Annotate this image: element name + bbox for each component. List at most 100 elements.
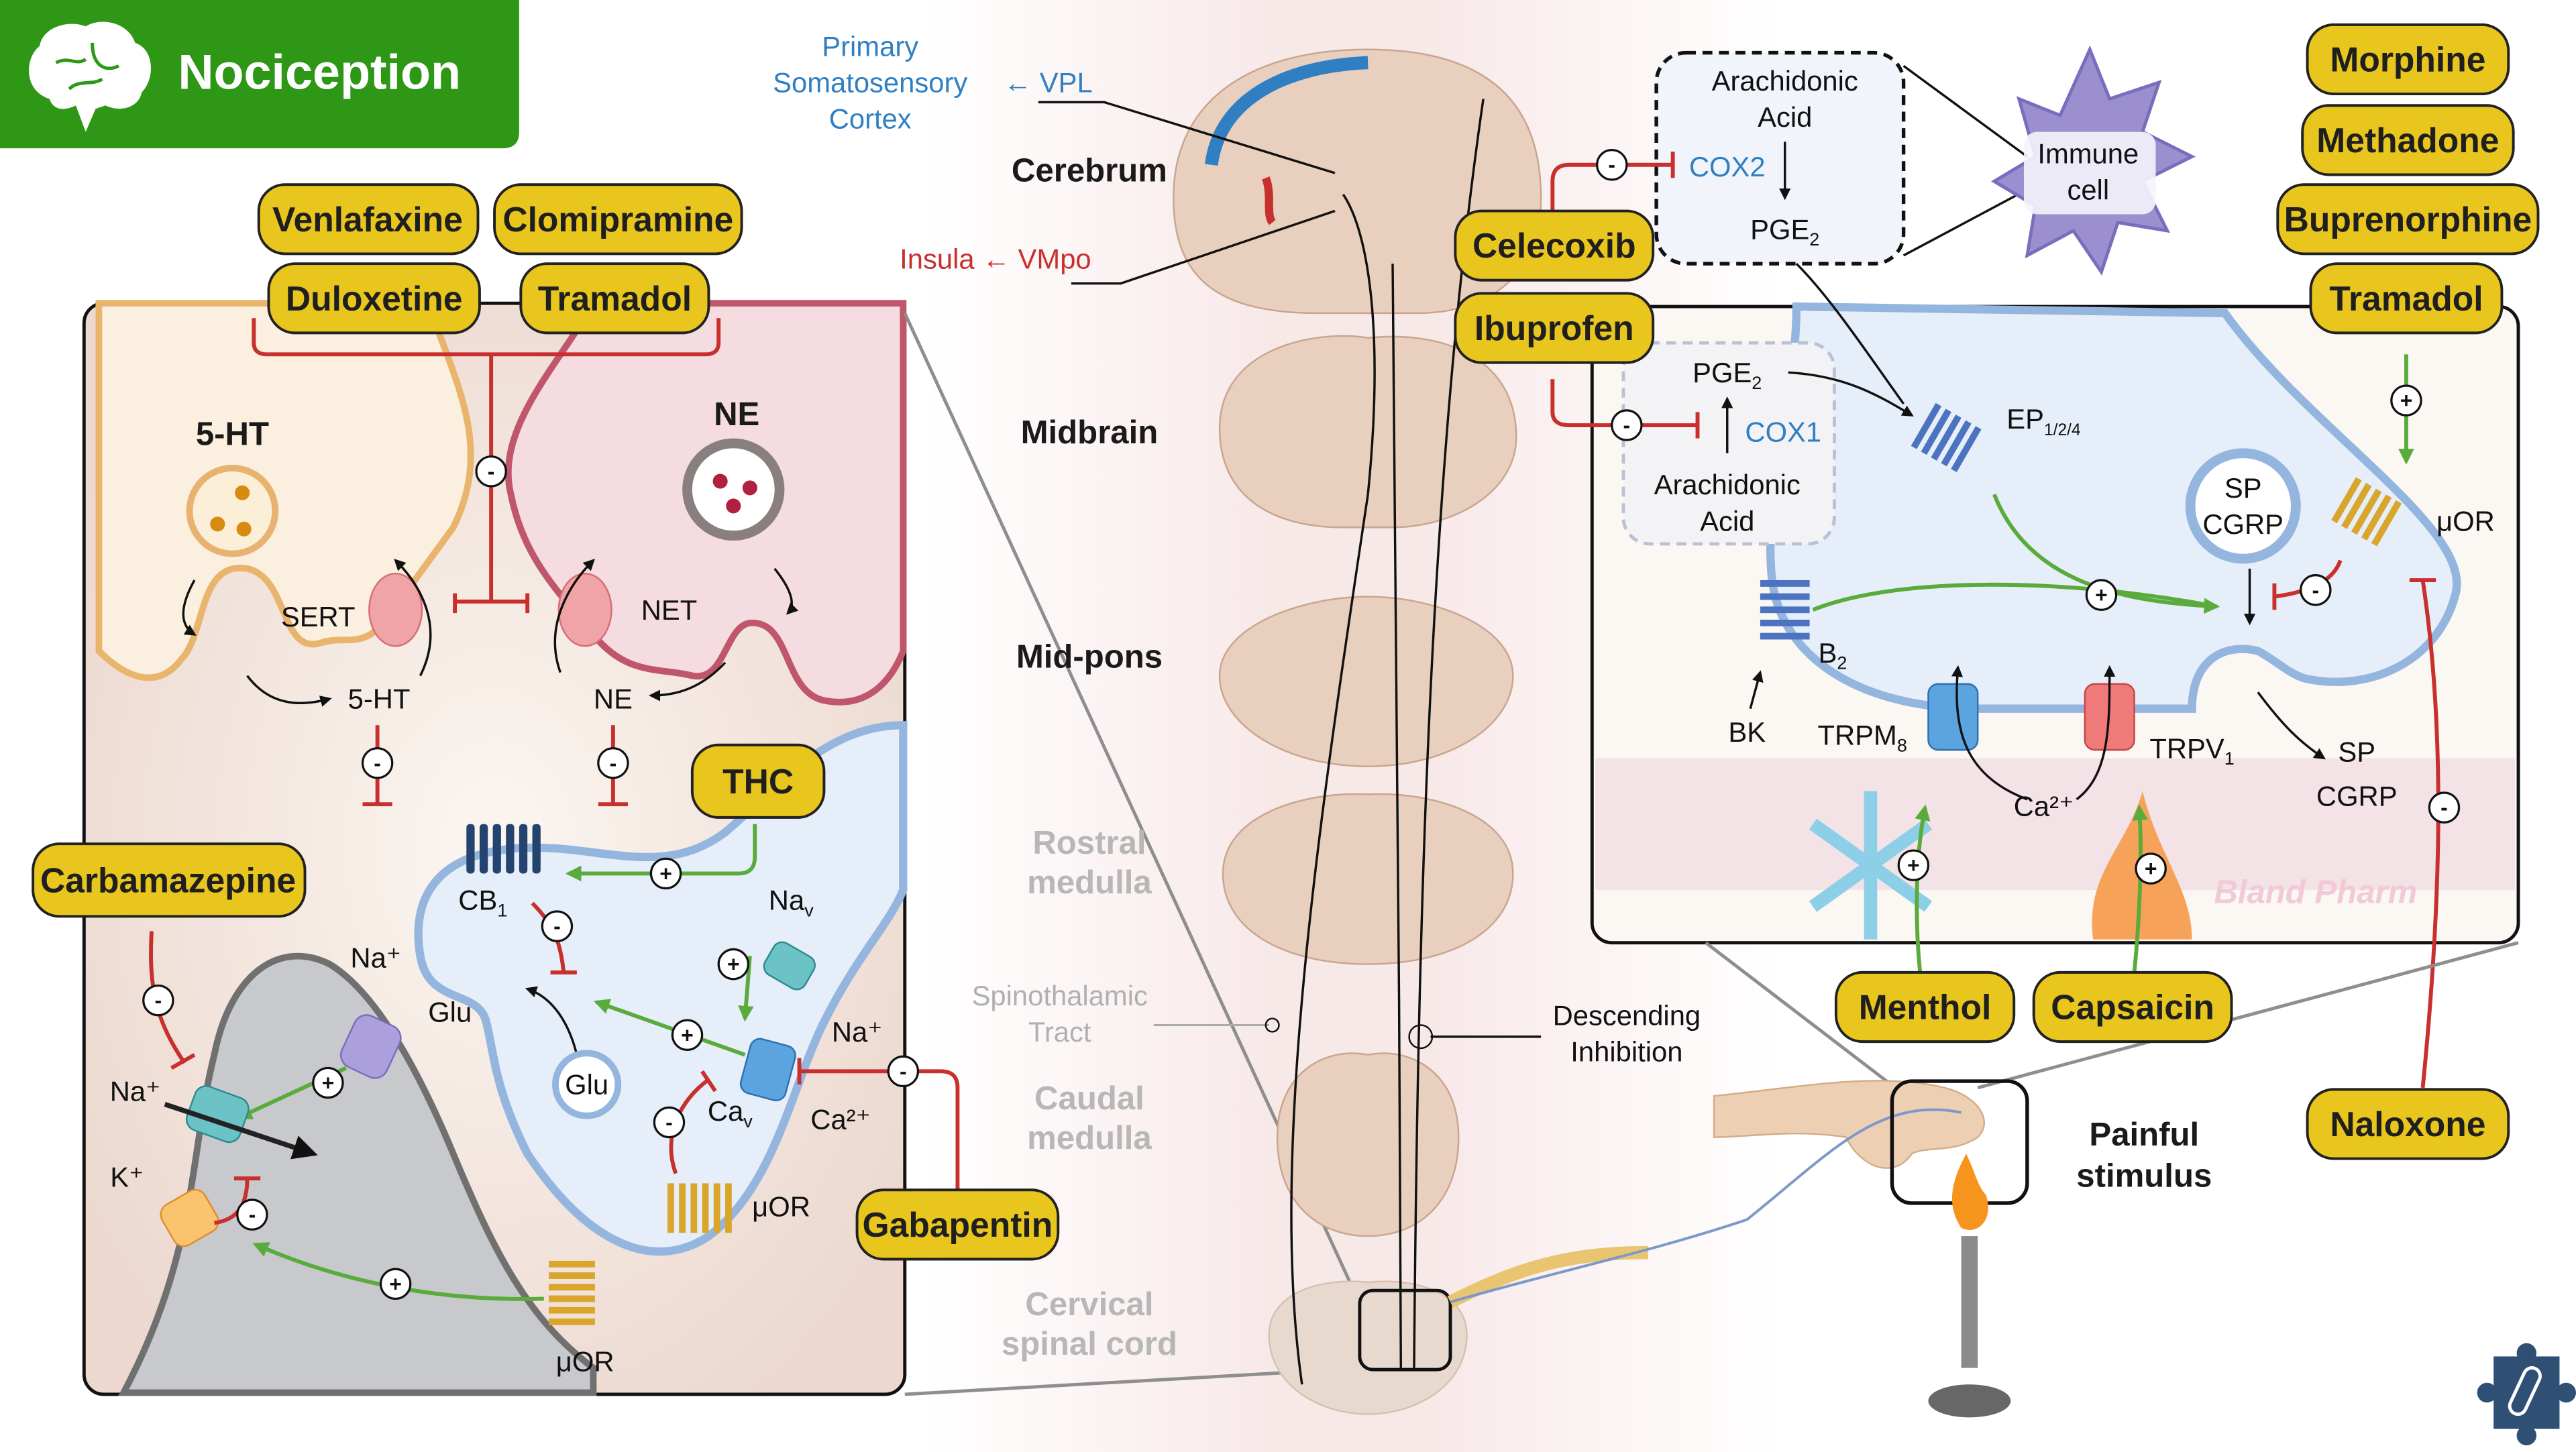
released-sp: SP [2338,736,2375,767]
svg-text:Morphine: Morphine [2330,40,2485,78]
nav-label: Nav [769,884,814,920]
svg-text:-: - [2440,795,2448,820]
svg-text:-: - [665,1111,673,1135]
svg-text:+: + [681,1023,694,1047]
midpons-section [1218,596,1514,767]
methadone-pill[interactable]: Methadone [2301,104,2515,176]
serotonin-vesicle [186,464,279,557]
vesicle-sp: SP [2224,472,2262,504]
cox2-label: COX2 [1689,151,1766,182]
net-transporter [557,572,612,647]
tramadol-left-pill[interactable]: Tramadol [519,262,710,335]
tramadol-right-pill[interactable]: Tramadol [2309,262,2504,335]
ca2-label: Ca²⁺ [810,1103,870,1135]
sp-cgrp-vesicle [2185,448,2301,564]
svg-text:+: + [727,952,740,976]
svg-text:Carbamazepine: Carbamazepine [40,860,296,899]
svg-text:Venlafaxine: Venlafaxine [272,200,463,239]
sensory-nerve [1450,1108,1962,1304]
minus-sign: - [541,910,574,942]
vesicle-cgrp: CGRP [2202,508,2284,540]
gabapentin-pill[interactable]: Gabapentin [855,1188,1060,1261]
ht-title: 5-HT [196,416,269,453]
cleft-5ht-label: 5-HT [348,683,411,715]
minus-sign: - [1611,409,1643,441]
spinothalamic-label-1: Spinothalamic [972,980,1148,1011]
ep-label: EP1/2/4 [2006,403,2080,439]
descending-label-1: Descending [1553,1000,1701,1031]
hand [1713,1080,1985,1169]
glu-vesicle-label: Glu [565,1069,608,1101]
minus-sign: - [236,1198,268,1231]
plus-sign: + [1897,849,1930,881]
morphine-pill[interactable]: Morphine [2306,23,2510,96]
ibuprofen-pill[interactable]: Ibuprofen [1454,292,1655,364]
left-synapse-panel: 5-HT NE SERT NET 5-HT NE - - - [82,300,960,1396]
descending-pathway-line [1391,264,1403,1368]
minus-sign: - [2300,574,2332,606]
minus-sign: - [1596,149,1628,181]
minus-sign: - [361,747,394,779]
svg-text:-: - [374,751,381,775]
celecoxib-pill[interactable]: Celecoxib [1454,209,1655,282]
svg-text:-: - [155,989,162,1013]
mor-right-label: μOR [2436,505,2495,537]
k-plus-label: K⁺ [110,1161,144,1192]
level-caudal-medulla-1: Caudal [1034,1080,1144,1117]
svg-text:Menthol: Menthol [1859,987,1992,1026]
snowflake-icon [1809,791,1933,940]
svg-text:Gabapentin: Gabapentin [863,1205,1053,1244]
svg-text:Naloxone: Naloxone [2330,1105,2485,1143]
cav-channel [739,1038,796,1102]
thc-pill[interactable]: THC [690,743,826,819]
insula-region [1261,176,1277,225]
plus-sign: + [671,1019,704,1051]
capsaicin-pill[interactable]: Capsaicin [2032,970,2233,1044]
minus-sign: - [597,747,629,779]
net-label: NET [641,594,698,626]
level-rostral-medulla-2: medulla [1027,864,1152,901]
cleft-ne-label: NE [594,683,633,715]
sert-label: SERT [281,601,356,632]
venlafaxine-pill[interactable]: Venlafaxine [257,183,480,256]
caudal-medulla-section [1276,1052,1460,1237]
naloxone-pill[interactable]: Naloxone [2306,1088,2510,1160]
somatosensory-label-1: Primary [822,31,918,62]
skin-layer [1595,758,2516,891]
level-rostral-medulla-1: Rostral [1032,825,1146,861]
watermark: Bland Pharm [2214,875,2417,911]
ca-label: Ca²⁺ [2014,790,2074,822]
right-nociceptor-panel: PGE2 COX1 Arachidonic Acid - EP1/2/4 SP … [1550,262,2520,1088]
trpv1-label: TRPV1 [2149,732,2234,769]
carbamazepine-pill[interactable]: Carbamazepine [32,842,307,918]
somatosensory-cortex [1205,56,1368,166]
svg-text:-: - [553,914,561,938]
svg-text:-: - [1623,413,1631,437]
brainstem-column [1173,48,1648,1415]
svg-text:Tramadol: Tramadol [538,279,692,318]
svg-text:-: - [1608,153,1615,177]
sert-transporter [368,572,423,647]
plus-sign: + [649,857,682,890]
dorsal-horn-focus-box [1358,1288,1452,1372]
svg-text:Clomipramine: Clomipramine [502,200,733,239]
cb1-label: CB1 [458,884,507,920]
nociceptor-terminal [1766,302,2461,713]
minus-sign: - [887,1055,920,1088]
b2-label: B2 [1819,637,1847,673]
plus-sign: + [379,1268,412,1300]
buprenorphine-pill[interactable]: Buprenorphine [2276,183,2540,256]
menthol-pill[interactable]: Menthol [1834,970,2016,1044]
spinothalamic-marker [1265,1017,1280,1033]
glu-receptor [339,1014,402,1079]
svg-text:-: - [488,459,495,484]
plus-sign: + [312,1066,344,1099]
level-cervical-2: spinal cord [1002,1326,1177,1362]
clomipramine-pill[interactable]: Clomipramine [493,183,743,256]
mu-opioid-receptor-right [2331,477,2402,547]
minus-sign: - [653,1106,686,1139]
duloxetine-pill[interactable]: Duloxetine [267,262,481,335]
descending-marker [1408,1024,1434,1050]
svg-text:Tramadol: Tramadol [2329,279,2483,318]
